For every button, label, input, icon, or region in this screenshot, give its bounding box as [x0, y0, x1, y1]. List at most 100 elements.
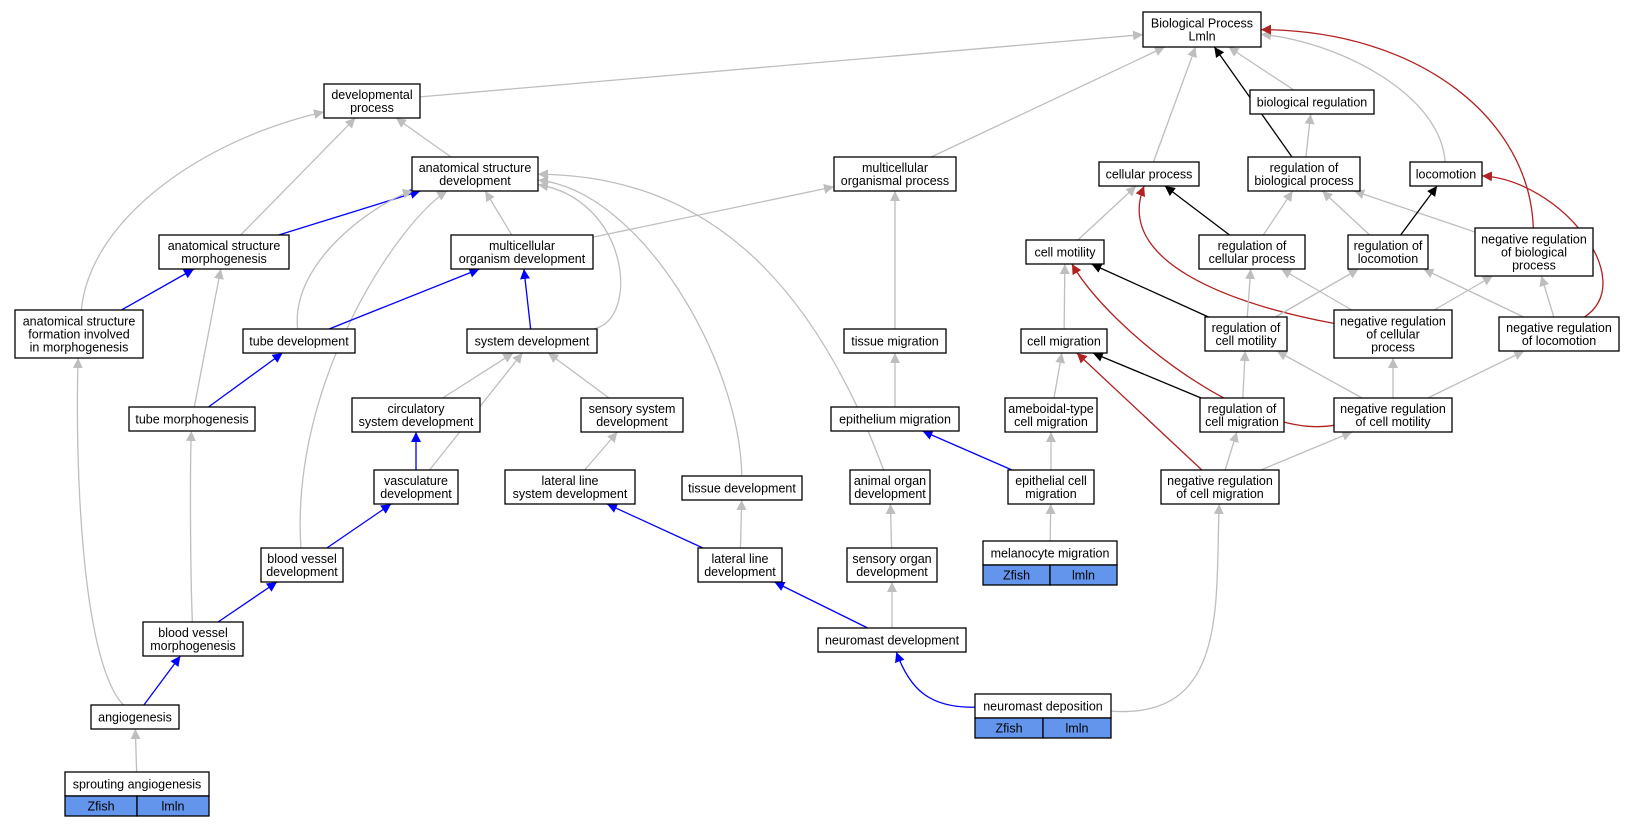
node-cellmig[interactable]: cell migration — [1020, 328, 1108, 354]
node-label-root-line2: Lmln — [1188, 30, 1215, 44]
node-box-lldev — [504, 469, 636, 505]
node-box-asmorph — [158, 234, 290, 270]
node-label-anatdev-line1: anatomical structure — [419, 161, 532, 175]
node-label-regcellmot-line1: regulation of — [1212, 321, 1281, 335]
edge-negregloco-to-regloco — [1423, 268, 1524, 318]
edge-regloco-to-locomotion — [1400, 185, 1438, 236]
edge-regcell-to-cellproc — [1164, 185, 1230, 236]
node-label-regcell-line1: regulation of — [1218, 239, 1287, 253]
node-tissmig[interactable]: tissue migration — [843, 328, 947, 354]
node-sysdev[interactable]: system development — [466, 328, 598, 354]
node-locomotion[interactable]: locomotion — [1409, 161, 1483, 187]
edge-tissdev-to-anatdev — [537, 176, 743, 477]
annotation-tag-sprout-1[interactable] — [136, 795, 210, 817]
node-label-melmig: melanocyte migration — [991, 547, 1110, 561]
edge-tubedev-to-anatdev — [296, 188, 414, 330]
node-cellproc[interactable]: cellular process — [1098, 161, 1200, 187]
annotation-tag-nmdep-1[interactable] — [1042, 717, 1112, 739]
edge-bioreg-to-root — [1228, 46, 1295, 91]
node-label-mcproc-line2: organismal process — [841, 174, 949, 188]
annotation-tag-melmig-1[interactable] — [1049, 564, 1118, 586]
edge-lldev-to-sensdev — [584, 431, 618, 471]
node-nmdev[interactable]: neuromast development — [817, 627, 967, 653]
node-label-negregbio-line3: process — [1512, 259, 1556, 273]
edge-mcdev-to-anatdev — [484, 190, 513, 236]
node-box-cellmig — [1020, 328, 1108, 354]
edge-nmdep-to-negregcellmig — [1110, 503, 1224, 713]
edge-sodev-to-aodev — [885, 503, 896, 549]
node-label-lldev-line2: system development — [513, 487, 628, 501]
node-cellmot[interactable]: cell motility — [1025, 239, 1105, 265]
edge-negregcellmot-to-cellmot — [1071, 263, 1335, 428]
node-label-asform-line3: in morphogenesis — [30, 341, 129, 355]
edge-regcell-to-regbio — [1262, 190, 1294, 236]
node-box-epicellmig — [1007, 469, 1095, 505]
node-box-bvdev — [260, 547, 344, 583]
node-epimig[interactable]: epithelium migration — [830, 406, 960, 432]
edge-bvmorph-to-tubemorph — [185, 430, 196, 623]
edge-regloco-to-regbio — [1321, 190, 1371, 236]
edge-asmorph-to-devproc — [240, 117, 356, 236]
node-bioreg[interactable]: biological regulation — [1249, 89, 1375, 115]
node-angio[interactable]: angiogenesis — [90, 704, 180, 730]
node-label-negregcellmig-line2: of cell migration — [1176, 487, 1264, 501]
edge-locomotion-to-root — [1260, 30, 1446, 163]
edge-devproc-to-root — [419, 30, 1144, 98]
node-label-negregbio-line2: of biological — [1501, 246, 1567, 260]
node-tissdev[interactable]: tissue development — [681, 475, 803, 501]
edge-asform-to-asmorph — [121, 268, 195, 311]
node-box-root — [1142, 11, 1262, 48]
node-label-tubemorph: tube morphogenesis — [135, 413, 248, 427]
node-box-melmig — [982, 540, 1118, 566]
node-tubedev[interactable]: tube development — [242, 328, 356, 354]
node-box-circdev — [351, 397, 481, 433]
node-label-epicellmig-line2: migration — [1025, 487, 1076, 501]
annotation-label-melmig-1: lmln — [1072, 569, 1095, 583]
node-label-negregloco-line2: of locomotion — [1522, 334, 1596, 348]
node-box-tissmig — [843, 328, 947, 354]
edge-tubedev-to-mcdev — [328, 268, 480, 330]
node-label-aodev-line1: animal organ — [854, 474, 926, 488]
node-box-negregcellmot — [1333, 397, 1453, 433]
node-label-negregcell-line2: of cellular — [1366, 328, 1420, 342]
node-label-bvdev-line2: development — [266, 565, 338, 579]
edge-cellmot-to-cellproc — [1077, 185, 1137, 241]
node-box-regcell — [1198, 234, 1306, 270]
node-label-tissmig: tissue migration — [851, 335, 939, 349]
node-label-asform-line1: anatomical structure — [23, 315, 136, 329]
node-tubemorph[interactable]: tube morphogenesis — [128, 406, 256, 432]
edge-negregcellmot-to-negregloco — [1427, 350, 1525, 399]
